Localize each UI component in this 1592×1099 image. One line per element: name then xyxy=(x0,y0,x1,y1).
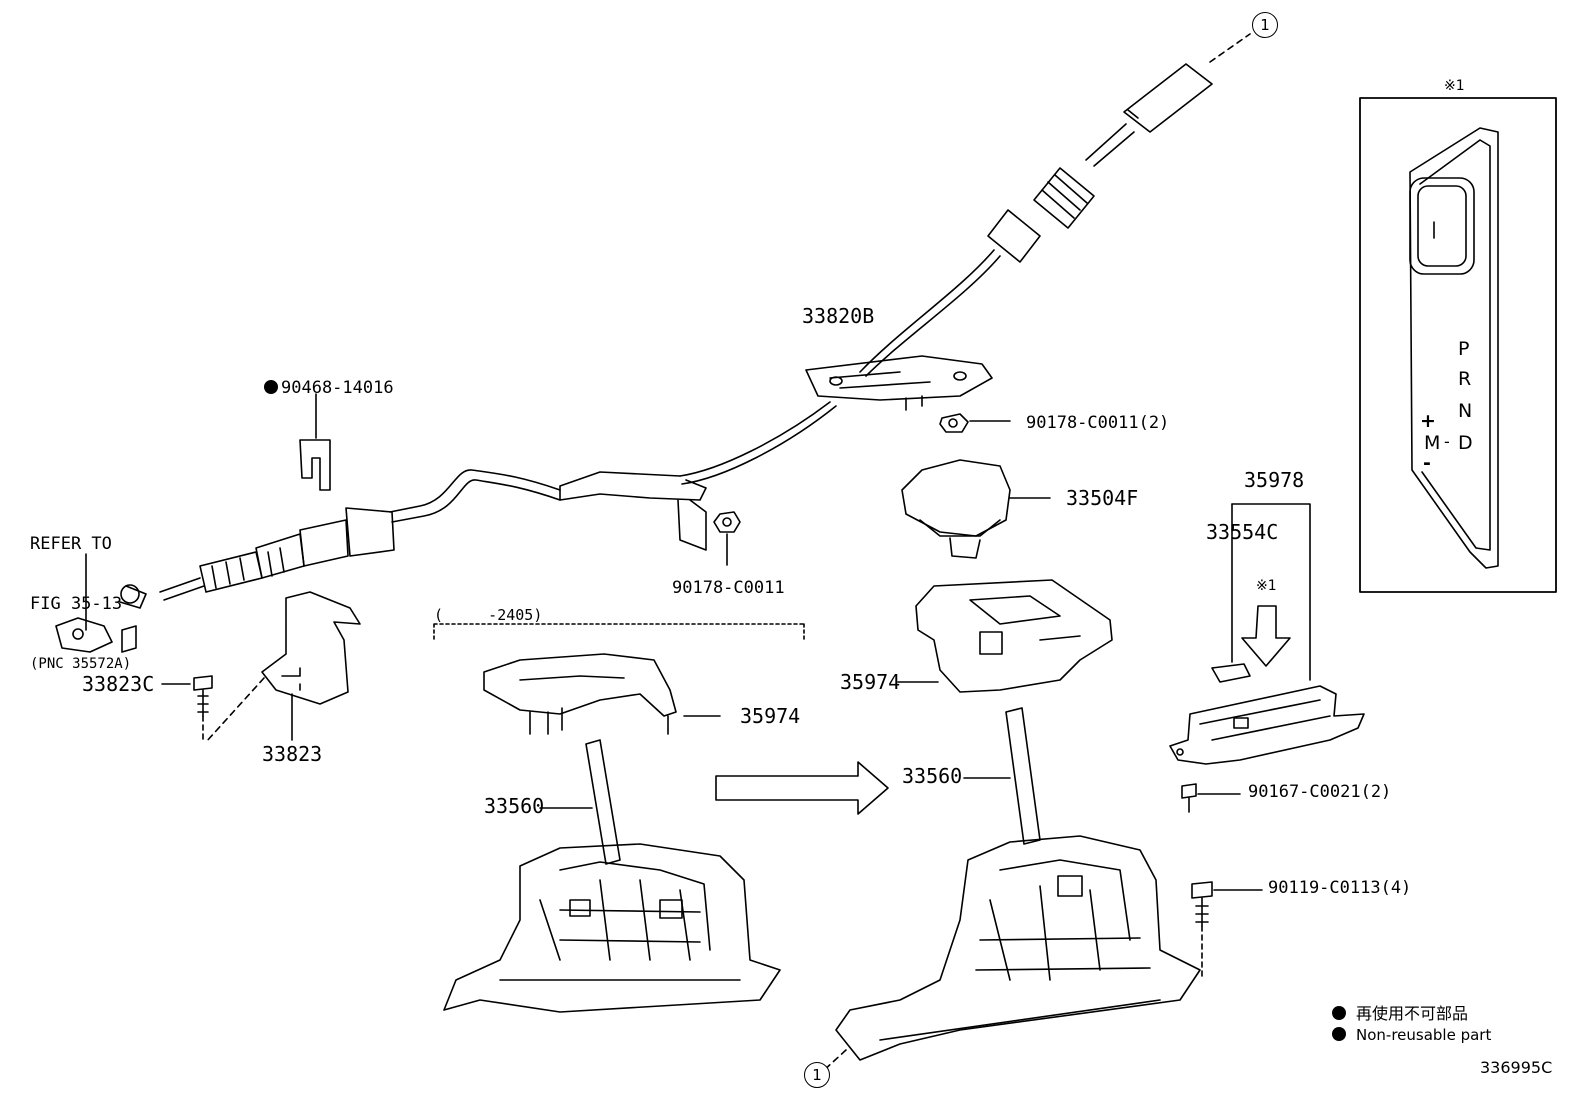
period-bracket xyxy=(433,623,805,641)
label-33823C: 33823C xyxy=(82,672,155,696)
transition-arrow xyxy=(715,761,889,815)
cable-adjuster xyxy=(1033,167,1095,229)
inset-frame xyxy=(1359,97,1557,593)
legend-en-text: Non-reusable part xyxy=(1356,1026,1492,1044)
label-90119-c0113-4: 90119-C0113(4) xyxy=(1268,878,1412,898)
cable-end-sleeve xyxy=(1123,63,1213,133)
callout-circle-1-bottom: 1 xyxy=(804,1062,830,1088)
refer-bracket xyxy=(55,553,137,653)
clip-90468-14016 xyxy=(299,393,331,491)
bracket-33823 xyxy=(205,591,361,743)
label-33554C: 33554C xyxy=(1206,520,1279,544)
screw-90167-c0021 xyxy=(1181,783,1241,813)
label-33823: 33823 xyxy=(262,742,323,766)
label-period-range: ( -2405) xyxy=(434,606,543,624)
cable-conduit xyxy=(345,507,395,557)
gear-plus: + xyxy=(1420,410,1436,432)
note-mark-arrow: ※1 xyxy=(1256,578,1277,594)
gear-minus: - xyxy=(1423,452,1431,474)
gear-d: D xyxy=(1458,432,1473,454)
legend-jp-text: 再使用不可部品 xyxy=(1356,1004,1469,1023)
label-90167-c0021-2: 90167-C0021(2) xyxy=(1248,782,1392,802)
cable-bracket-33820B xyxy=(805,355,993,401)
note-mark-inset: ※1 xyxy=(1444,78,1465,94)
refer-line-2: FIG 35-13 xyxy=(30,594,123,614)
figure-id: 336995C xyxy=(1480,1058,1553,1077)
nut-90178-c0011 xyxy=(713,511,741,566)
part-33554C xyxy=(1211,663,1251,683)
switch-plate-35978 xyxy=(1169,685,1365,765)
shift-cable-assembly xyxy=(119,33,1251,609)
callout-circle-1-top: 1 xyxy=(1252,12,1278,38)
label-35974-right: 35974 xyxy=(840,670,901,694)
cable-ball-end xyxy=(120,584,140,604)
nut-90178-c0011-2 xyxy=(939,413,1011,433)
knob-33504F xyxy=(901,459,1051,559)
refer-note: REFER TO FIG 35-13 (PNC 35572A) xyxy=(30,494,131,694)
bracket-35974-right xyxy=(897,579,1113,693)
leader-circle-top xyxy=(1209,33,1251,63)
non-reusable-dot-icon xyxy=(264,380,278,394)
label-35974-left: 35974 xyxy=(740,704,801,728)
label-90178-c0011-2: 90178-C0011(2) xyxy=(1026,413,1170,433)
shift-lever-assembly-33560-right xyxy=(821,707,1201,1073)
refer-line-3: (PNC 35572A) xyxy=(30,656,132,672)
bracket-35978-group xyxy=(1169,503,1365,765)
bolt-90119-c0113 xyxy=(1191,881,1263,981)
gear-r: R xyxy=(1458,368,1472,390)
gear-p: P xyxy=(1458,338,1470,360)
bracket-35974-left xyxy=(483,653,721,735)
label-33560-left: 33560 xyxy=(484,794,545,818)
shift-lever-assembly-33560-left xyxy=(443,739,781,1013)
legend-en: Non-reusable part xyxy=(1332,1026,1491,1044)
legend-dot-icon xyxy=(1332,1006,1346,1020)
gear-n: N xyxy=(1458,400,1473,422)
label-90178-c0011: 90178-C0011 xyxy=(672,578,785,598)
label-90468-14016-text: 90468-14016 xyxy=(281,378,394,398)
legend-dot-icon xyxy=(1332,1027,1346,1041)
label-90468-14016: 90468-14016 xyxy=(264,380,394,397)
gear-dash: - xyxy=(1444,432,1450,451)
cable-mid-bracket xyxy=(559,471,707,501)
label-33560-right: 33560 xyxy=(902,764,963,788)
bolt-33823c xyxy=(161,675,213,741)
legend-jp: 再使用不可部品 xyxy=(1332,1000,1468,1024)
cable-grommet xyxy=(987,209,1041,263)
shift-indicator-panel xyxy=(1409,127,1499,569)
label-33504F: 33504F xyxy=(1066,486,1139,510)
label-33820B: 33820B xyxy=(802,304,875,328)
gear-m: M xyxy=(1424,432,1441,454)
refer-line-1: REFER TO xyxy=(30,534,112,554)
label-35978: 35978 xyxy=(1244,468,1305,492)
view-arrow xyxy=(1241,605,1291,667)
